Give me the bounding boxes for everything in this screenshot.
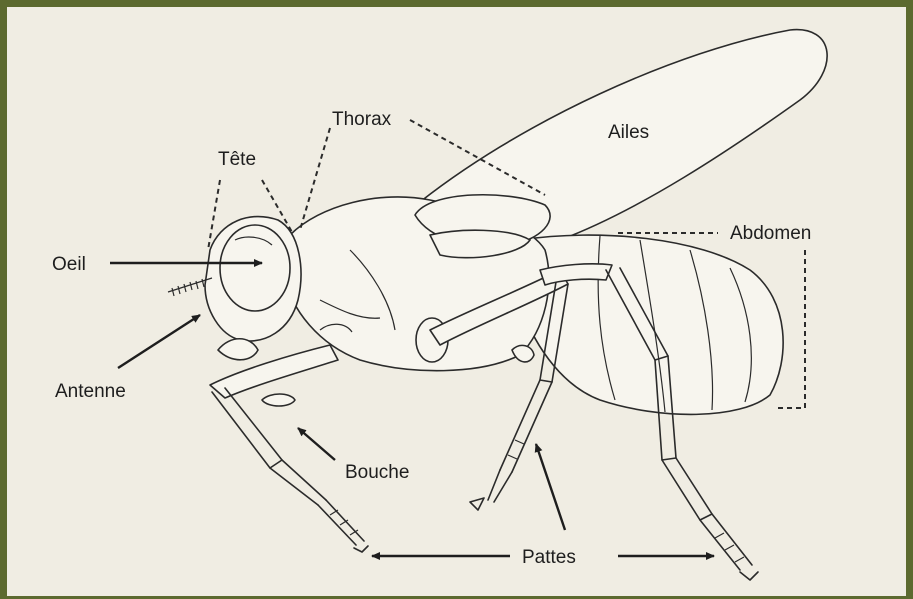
label-ailes: Ailes — [608, 122, 649, 143]
pattes-arrow-up — [536, 444, 565, 530]
label-thorax: Thorax — [332, 109, 392, 130]
label-antenne: Antenne — [55, 381, 126, 402]
bouche-arrow — [298, 428, 335, 460]
label-oeil: Oeil — [52, 254, 86, 275]
antenne-arrow — [118, 315, 200, 368]
head-body — [205, 217, 301, 341]
label-abdomen: Abdomen — [730, 223, 811, 244]
thorax-body — [285, 195, 550, 371]
label-tete: Tête — [218, 149, 256, 170]
label-pattes: Pattes — [522, 547, 576, 568]
label-bouche: Bouche — [345, 462, 409, 483]
